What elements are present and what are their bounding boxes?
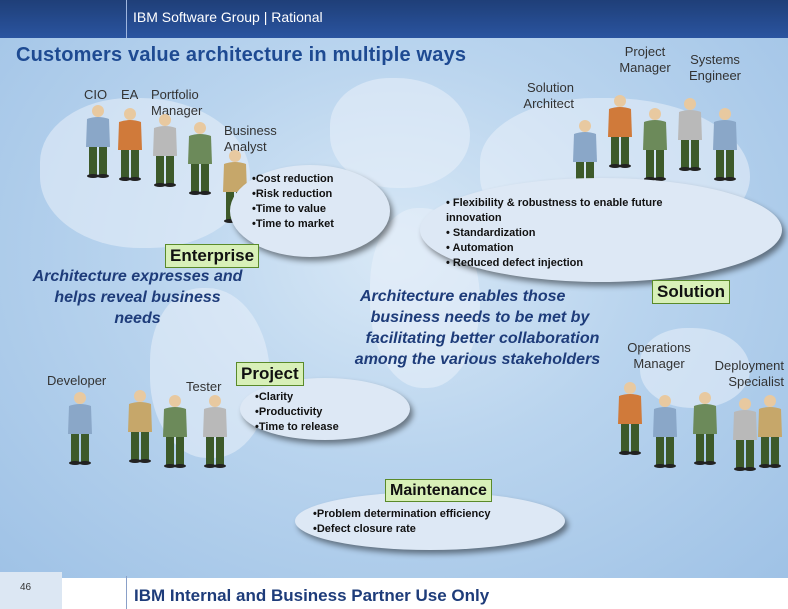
person-icon bbox=[618, 382, 642, 455]
continent-shape bbox=[330, 78, 470, 188]
person-icon bbox=[693, 392, 717, 465]
header-divider bbox=[126, 0, 127, 38]
right-statement-line-3: facilitating better collaboration bbox=[365, 330, 600, 347]
maintenance-bullets: •Problem determination efficiency •Defec… bbox=[313, 507, 553, 537]
solution-cloud bbox=[420, 178, 782, 282]
footer bbox=[0, 578, 788, 609]
continent-shape bbox=[640, 328, 750, 408]
right-statement-line-1: Architecture enables those bbox=[360, 288, 566, 305]
project-bullets: •Clarity •Productivity •Time to release bbox=[255, 390, 395, 435]
left-statement: Architecture expresses and helps reveal … bbox=[32, 268, 243, 327]
maintenance-bullet: •Defect closure rate bbox=[313, 523, 416, 535]
enterprise-bullets: •Cost reduction •Risk reduction •Time to… bbox=[252, 172, 362, 232]
enterprise-bullet: •Cost reduction bbox=[252, 173, 334, 185]
person-icon bbox=[678, 98, 702, 171]
role-systems-engineer: Systems Engineer bbox=[688, 52, 742, 83]
maintenance-label: Maintenance bbox=[385, 479, 492, 502]
project-bullet: •Time to release bbox=[255, 421, 339, 433]
solution-bullet: • Automation bbox=[446, 242, 514, 254]
person-icon bbox=[153, 114, 177, 187]
footer-divider bbox=[126, 576, 127, 609]
person-icon bbox=[653, 395, 677, 468]
role-operations-manager: Operations Manager bbox=[627, 340, 691, 371]
person-icon bbox=[128, 390, 152, 463]
solution-bullet: • Flexibility & robustness to enable fut… bbox=[446, 197, 663, 224]
right-statement-line-2: business needs to be met by bbox=[370, 309, 590, 326]
person-icon bbox=[733, 398, 757, 471]
person-icon bbox=[163, 395, 187, 468]
enterprise-cloud bbox=[230, 165, 390, 257]
maintenance-bullet: •Problem determination efficiency bbox=[313, 508, 491, 520]
enterprise-bullet: •Risk reduction bbox=[252, 188, 333, 200]
role-solution-architect: Solution Architect bbox=[523, 80, 574, 111]
role-developer: Developer bbox=[47, 373, 107, 388]
enterprise-label: Enterprise bbox=[165, 244, 260, 268]
slide-title: Customers value architecture in multiple… bbox=[16, 44, 467, 66]
project-bullet: •Productivity bbox=[255, 406, 323, 418]
solution-bullet: • Reduced defect injection bbox=[446, 257, 584, 269]
person-icon bbox=[713, 108, 737, 181]
solution-bullets: • Flexibility & robustness to enable fut… bbox=[446, 196, 686, 271]
page-number-box bbox=[0, 572, 62, 609]
continent-shape bbox=[40, 98, 250, 248]
role-ea: EA bbox=[121, 87, 139, 102]
person-icon bbox=[118, 108, 142, 181]
role-cio: CIO bbox=[84, 87, 108, 102]
header-text: IBM Software Group | Rational bbox=[133, 9, 323, 25]
enterprise-bullet: •Time to value bbox=[252, 203, 326, 215]
enterprise-bullet: •Time to market bbox=[252, 218, 334, 230]
person-icon bbox=[86, 105, 110, 178]
right-statement-line-4: among the various stakeholders bbox=[354, 351, 601, 368]
role-deployment-specialist: Deployment Specialist bbox=[714, 358, 784, 389]
person-icon bbox=[188, 122, 212, 195]
project-label: Project bbox=[236, 362, 304, 386]
project-cloud bbox=[240, 378, 410, 440]
person-icon bbox=[758, 395, 782, 468]
footer-text: IBM Internal and Business Partner Use On… bbox=[134, 586, 490, 605]
person-icon bbox=[68, 392, 92, 465]
person-icon bbox=[203, 395, 227, 468]
role-project-manager: Project Manager bbox=[619, 44, 671, 75]
header-bar bbox=[0, 0, 788, 38]
person-icon bbox=[643, 108, 667, 181]
solution-bullet: • Standardization bbox=[446, 227, 536, 239]
role-tester: Tester bbox=[186, 379, 222, 394]
project-bullet: •Clarity bbox=[255, 391, 294, 403]
solution-label: Solution bbox=[652, 280, 730, 304]
person-icon bbox=[608, 95, 632, 168]
page-number: 46 bbox=[20, 582, 32, 593]
